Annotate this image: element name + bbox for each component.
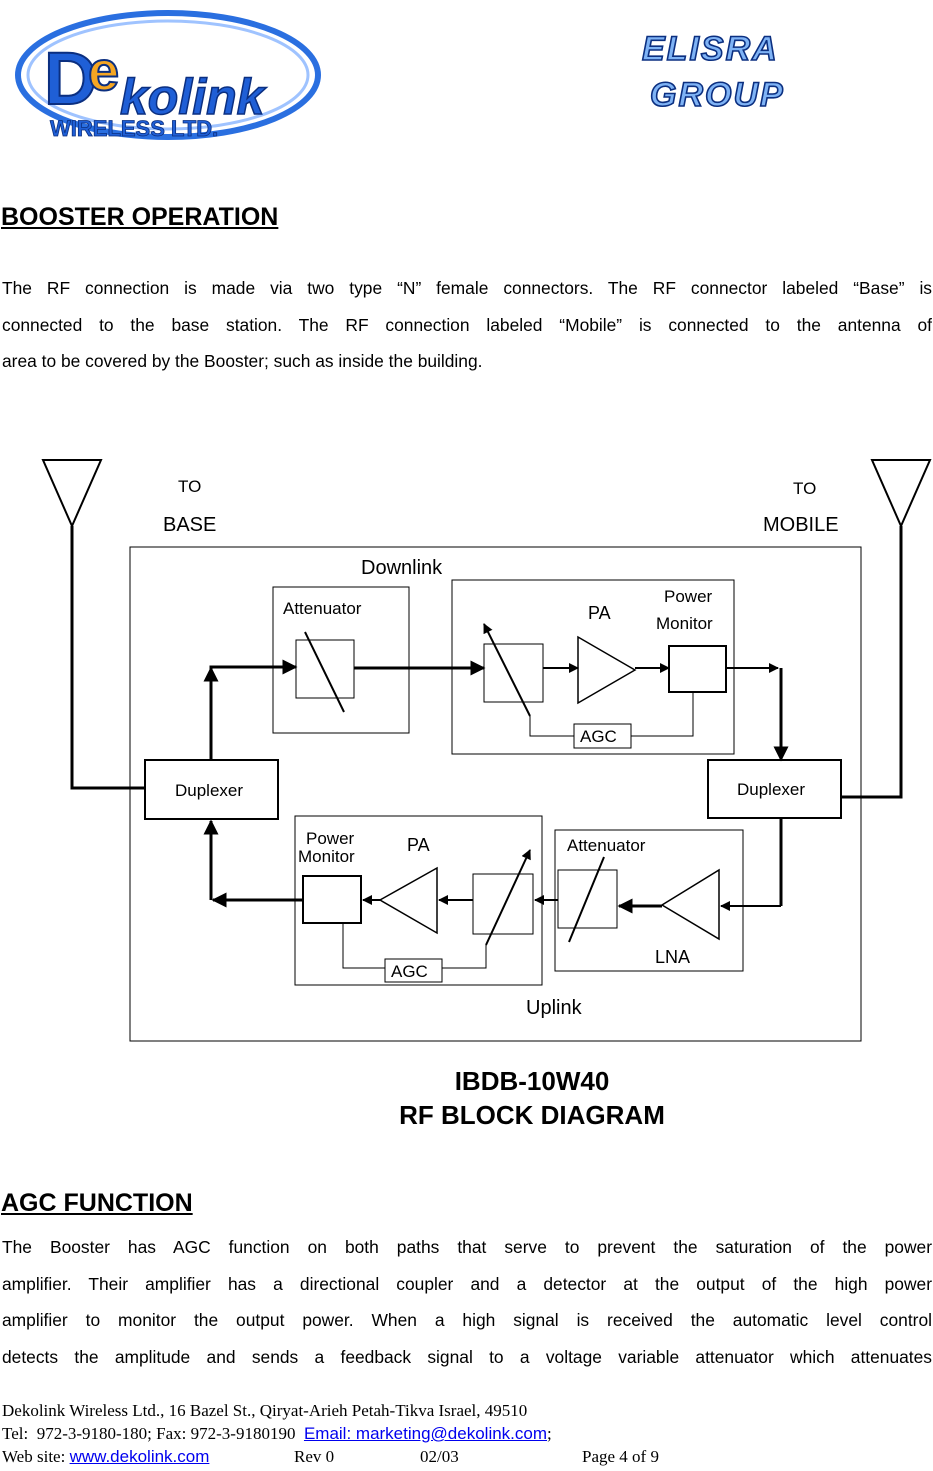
downlink-label: Downlink (361, 557, 443, 579)
ul-lna-triangle (660, 868, 720, 941)
diagram-caption-line2: RF BLOCK DIAGRAM (399, 1100, 665, 1130)
ul-agc-feedback-left (342, 923, 385, 969)
logo-d-letter: D (44, 37, 97, 120)
booster-operation-paragraph: The RF connection is made via two type “… (2, 270, 932, 380)
footer-web-label: Web site: (2, 1447, 70, 1466)
footer-contact-end: ; (547, 1424, 552, 1443)
duplexer-right (707, 759, 842, 819)
dl-vva-arrow (483, 623, 531, 717)
dl-pa-label: PA (588, 603, 611, 623)
ul-pa-triangle (378, 866, 438, 935)
dl-agc-label: AGC (580, 727, 617, 746)
to-base-label-to: TO (178, 477, 201, 496)
dl-attenuator-slash (304, 631, 345, 713)
ul-attenuator-slash (568, 856, 605, 943)
ul-power-monitor-box (302, 875, 362, 924)
para2-line3: amplifier to monitor the output power. W… (2, 1310, 932, 1330)
dl-pa-triangle (577, 635, 637, 705)
logo-swoosh-inner (26, 19, 310, 131)
dl-power-monitor-label-2: Monitor (656, 614, 713, 633)
logo-swoosh-ellipse (15, 10, 321, 140)
ul-power-monitor-label-1: Power (306, 829, 355, 848)
logo-kolink-text: kolink (120, 69, 267, 125)
dl-agc-feedback-right (631, 692, 694, 737)
para1-line2: connected to the base station. The RF co… (2, 314, 932, 335)
dl-vva-box (483, 643, 544, 703)
to-base-label-base: BASE (163, 514, 216, 536)
ul-agc-feedback-right (442, 945, 487, 969)
dl-attenuator-module (272, 586, 410, 734)
dl-attenuator-box (295, 639, 355, 699)
ul-pa-label: PA (407, 835, 430, 855)
base-antenna-icon (41, 459, 103, 529)
para2-line2: amplifier. Their amplifier has a directi… (2, 1273, 932, 1294)
duplexer-right-label: Duplexer (737, 780, 805, 799)
booster-enclosure (129, 546, 862, 1042)
ul-vva-arrow (485, 849, 531, 946)
ul-power-monitor-label-2: Monitor (298, 847, 355, 866)
ul-vva-box (472, 873, 534, 935)
logo-group-text: GROUP (650, 76, 785, 114)
footer-web: Web site: www.dekolink.com (2, 1445, 209, 1468)
uplink-label: Uplink (526, 997, 583, 1019)
footer-email-link[interactable]: Email: marketing@dekolink.com (303, 1424, 548, 1443)
dl-agc-feedback-left (529, 716, 574, 737)
footer-phone-fax: Tel: 972-3-9180-180; Fax: 972-3-9180190 (2, 1424, 304, 1443)
para2-line1: The Booster has AGC function on both pat… (2, 1237, 932, 1257)
dl-agc-box (573, 723, 632, 749)
mobile-antenna-icon (870, 459, 932, 529)
ul-attenuator-label: Attenuator (567, 836, 646, 855)
booster-operation-heading: BOOSTER OPERATION (1, 203, 279, 231)
footer-page-number: Page 4 of 9 (582, 1447, 659, 1466)
logo-e-letter: e (88, 39, 119, 102)
para1-line1: The RF connection is made via two type “… (2, 278, 932, 298)
logo-elisra-text: ELISRA (642, 30, 779, 68)
to-mobile-label-to: TO (793, 479, 816, 498)
elisra-group-logo: ELISRA GROUP (641, 29, 785, 115)
footer-web-link[interactable]: www.dekolink.com (69, 1447, 210, 1466)
dl-power-monitor-label-1: Power (664, 587, 713, 606)
ul-agc-label: AGC (391, 962, 428, 981)
logo-tagline: WIRELESS LTD. (50, 116, 218, 141)
dl-power-monitor-box (668, 645, 727, 693)
base-antenna-feed (70, 526, 145, 790)
rf-block-diagram: TO BASE TO MOBILE Downlink Uplink Duplex… (41, 459, 932, 1042)
footer-date: 02/03 (420, 1447, 459, 1466)
para2-line4: detects the amplitude and sends a feedba… (2, 1346, 932, 1367)
agc-function-heading: AGC FUNCTION (1, 1189, 193, 1217)
dl-path-duplexer-to-attenuator (209, 659, 298, 760)
dekolink-logo: D e kolink WIRELESS LTD. (15, 10, 321, 141)
duplexer-left-label: Duplexer (175, 781, 243, 800)
ul-lna-label: LNA (655, 947, 690, 967)
diagram-caption-line1: IBDB-10W40 (454, 1066, 610, 1096)
agc-function-paragraph: The Booster has AGC function on both pat… (2, 1229, 932, 1375)
footer-contact: Tel: 972-3-9180-180; Fax: 972-3-9180190 … (2, 1422, 552, 1445)
duplexer-left (144, 759, 279, 820)
to-mobile-label-mobile: MOBILE (763, 514, 839, 536)
dl-attenuator-label: Attenuator (283, 599, 362, 618)
mobile-antenna-feed (841, 526, 903, 799)
footer-address: Dekolink Wireless Ltd., 16 Bazel St., Qi… (2, 1401, 528, 1420)
footer-rev: Rev 0 (294, 1447, 335, 1466)
ul-agc-box (384, 958, 443, 983)
para1-line3: area to be covered by the Booster; such … (2, 351, 483, 371)
